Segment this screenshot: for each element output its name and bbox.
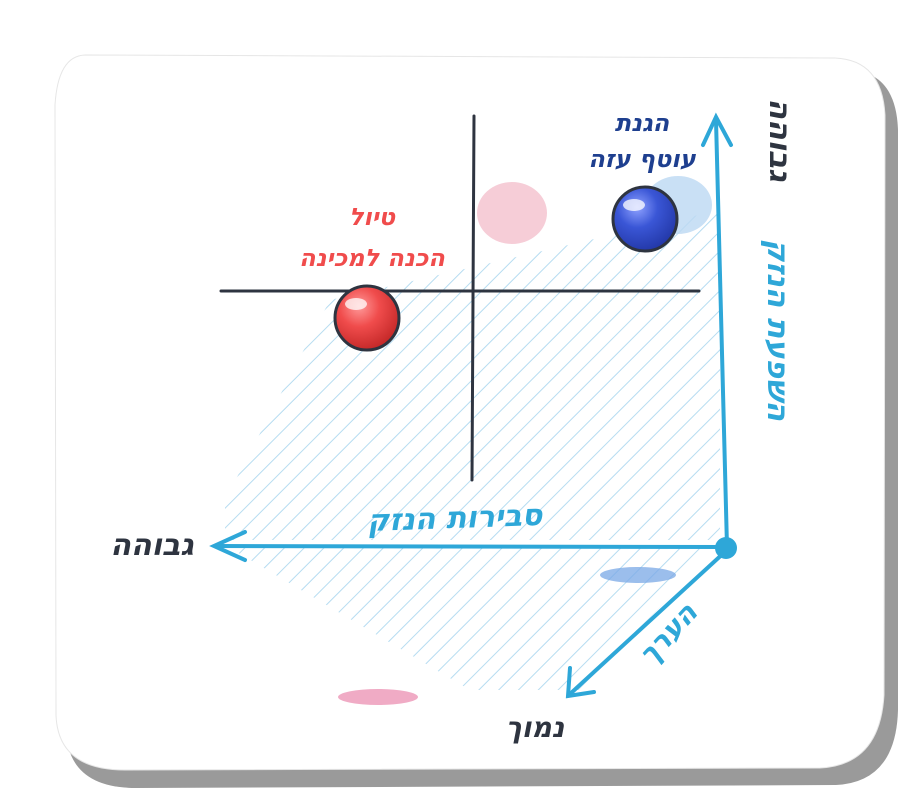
red-label-line2: הכנה למכינה — [299, 244, 445, 272]
blue-label-line2: עוטף עזה — [588, 145, 696, 173]
axes — [209, 112, 733, 699]
red-ball-highlight — [345, 298, 367, 310]
red-label-line1: טיול — [349, 203, 396, 231]
high-top-label: גבוהה — [762, 98, 797, 182]
hatched-plane-floor — [225, 545, 720, 690]
vertical-divider — [470, 114, 476, 482]
impact-axis-label: השפעת הנזק — [760, 239, 795, 421]
low-bottom-label: נמוך — [506, 711, 565, 744]
pink-blob-top — [477, 182, 547, 244]
blue-label-line1: הגנת — [615, 109, 669, 137]
red-ball[interactable] — [333, 284, 401, 352]
blue-ball-highlight — [623, 199, 645, 211]
blue-ball[interactable] — [611, 185, 679, 253]
origin-dot — [715, 537, 737, 559]
likelihood-axis-label: סבירות הנזק — [367, 498, 545, 539]
high-left-label: גבוהה — [110, 528, 194, 563]
blue-floor-shadow — [600, 567, 676, 583]
pink-floor-shadow — [338, 689, 418, 705]
